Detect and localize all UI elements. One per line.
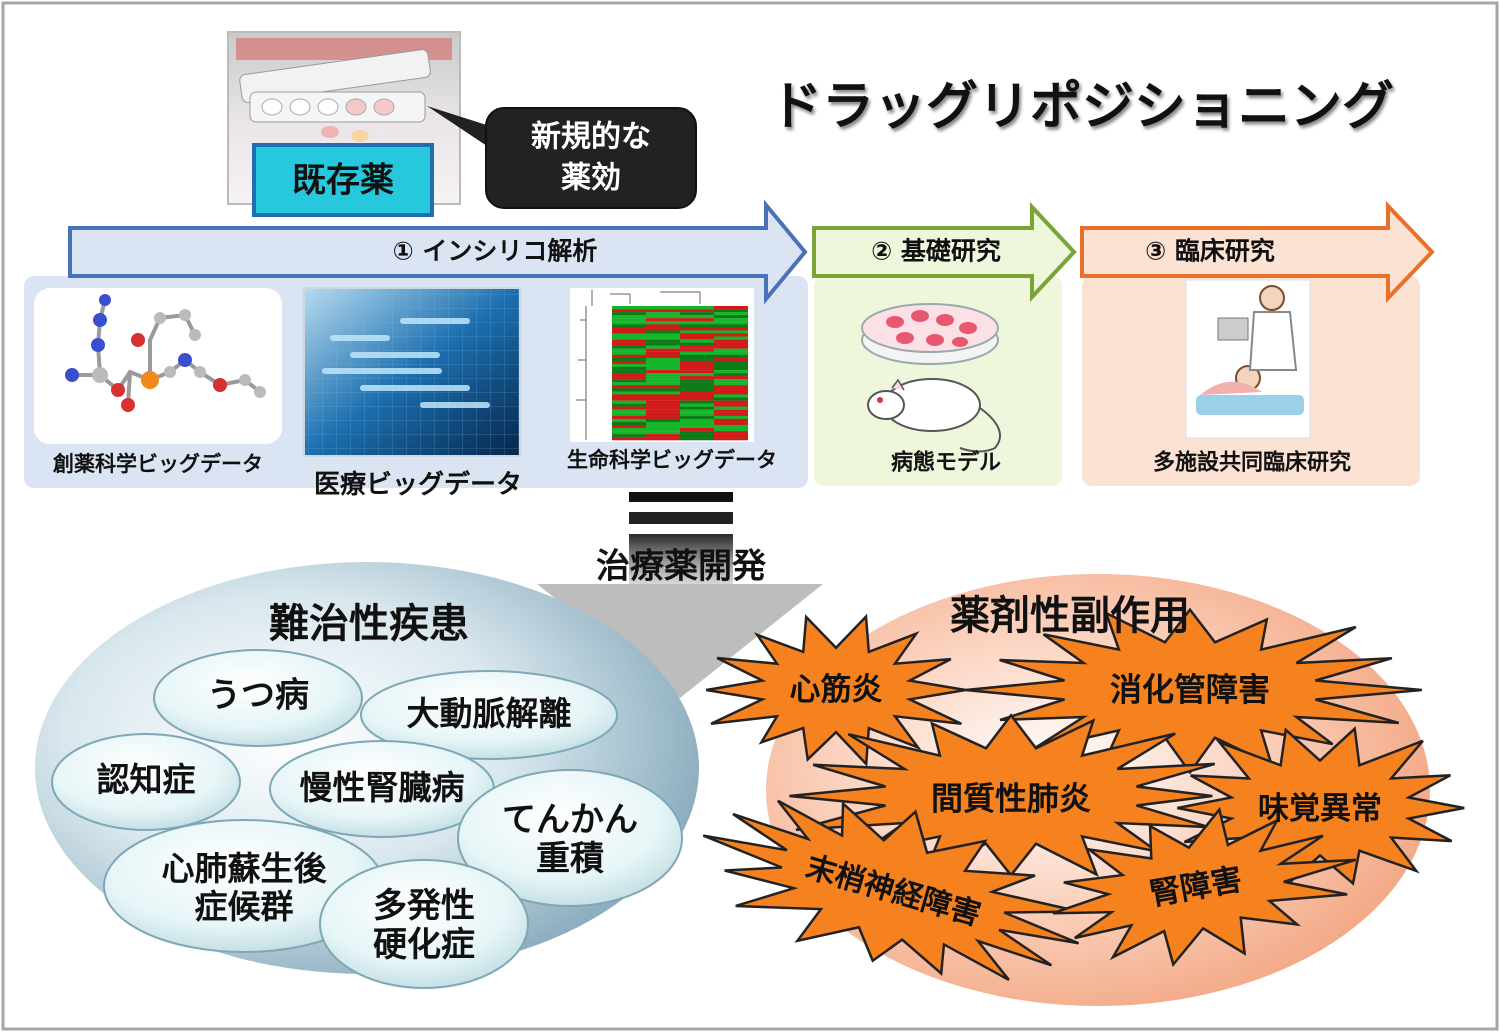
step-insilico-label: ① インシリコ解析 (392, 236, 598, 266)
page-title: ドラッグリポジショニング (770, 77, 1395, 137)
clinical-research-image (1185, 279, 1311, 439)
side-effect-myocarditis: 心筋炎 (789, 672, 883, 709)
burst-peripheral-neuropathy (702, 799, 1080, 982)
disease-post-cardiac-arrest: 心肺蘇生後 症候群 (161, 849, 327, 926)
pill-depression (153, 649, 363, 747)
drug-development-label: 治療薬開発 (596, 546, 766, 587)
insilico-arrow (68, 199, 808, 305)
step-basic-label: ② 基礎研究 (871, 236, 1001, 266)
side-effect-interstitial-pneumonia: 間質性肺炎 (930, 779, 1092, 818)
side-effect-taste-disorder: 味覚異常 (1258, 791, 1382, 828)
disease-status-epilepticus: てんかん 重積 (502, 799, 638, 879)
burst-myocarditis (705, 613, 966, 767)
new-effect-label: 新規的な 薬効 (531, 119, 651, 196)
multicenter-clinical-label: 多施設共同臨床研究 (1152, 450, 1352, 476)
pill-aortic-dissection (360, 670, 618, 760)
existing-drug-box (252, 143, 434, 217)
medical-bigdata-label: 医療ビッグデータ (313, 470, 523, 501)
medical-bigdata-image (303, 287, 521, 457)
disease-dementia: 認知症 (96, 760, 196, 800)
pill-multiple-sclerosis (319, 859, 529, 989)
petri-dish-image (861, 303, 999, 365)
mouse-image (867, 378, 1001, 453)
side-effect-bursts (702, 607, 1465, 982)
new-effect-callout (427, 106, 697, 209)
down-arrow (537, 492, 823, 698)
disease-model-label: 病態モデル (890, 450, 1002, 476)
disease-aortic-dissection: 大動脈解離 (406, 694, 572, 734)
side-effect-gi-disorder: 消化管障害 (1109, 670, 1271, 709)
disease-pills (51, 649, 683, 989)
lifescience-bigdata-label: 生命科学ビッグデータ (567, 447, 777, 472)
lifescience-heatmap-image (570, 288, 754, 442)
disease-multiple-sclerosis: 多発性 硬化症 (373, 885, 475, 965)
clinical-arrow (1080, 201, 1435, 303)
drug-discovery-bigdata-label: 創薬科学ビッグデータ (53, 451, 263, 476)
basic-arrow (812, 201, 1077, 303)
side-effects-title: 薬剤性副作用 (950, 593, 1190, 639)
disease-depression: うつ病 (207, 675, 309, 716)
disease-ckd: 慢性腎臓病 (299, 768, 465, 808)
diseases-title: 難治性疾患 (269, 601, 469, 647)
pill-status-epilepticus (457, 769, 683, 907)
existing-drug-label: 既存薬 (292, 160, 394, 201)
burst-renal-disorder (1052, 806, 1357, 968)
molecule-image (34, 288, 282, 444)
pill-dementia (51, 733, 241, 831)
step-clinical-label: ③ 臨床研究 (1145, 236, 1275, 266)
